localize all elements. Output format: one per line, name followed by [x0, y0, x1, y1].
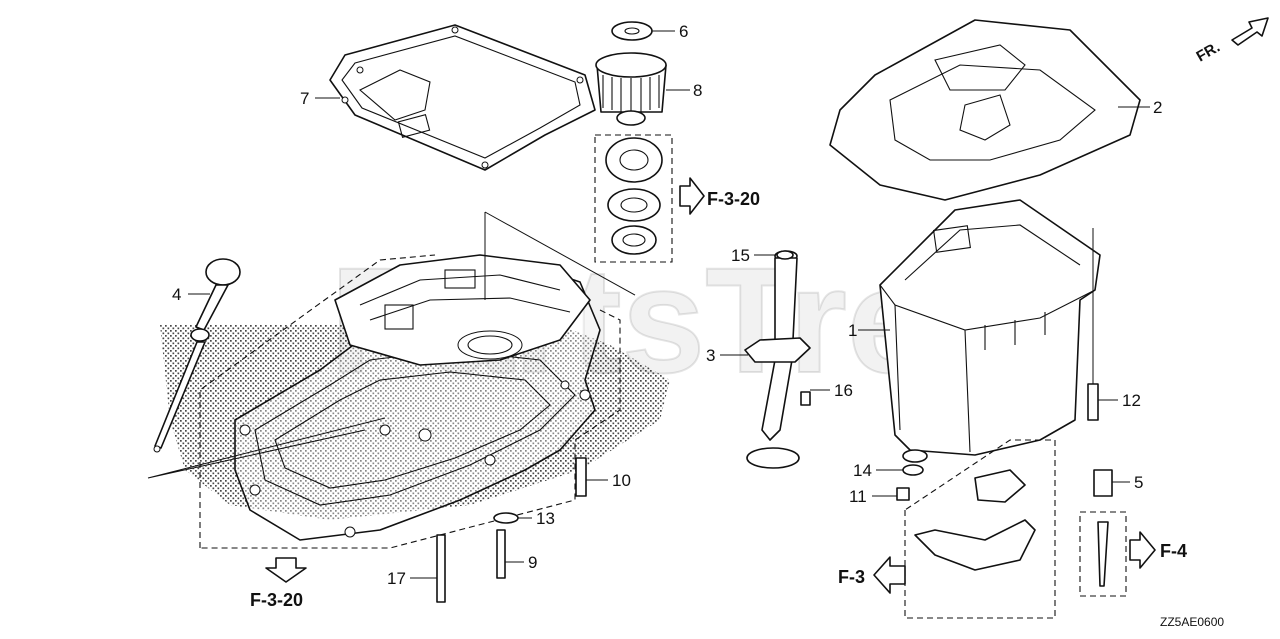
fasteners [436, 250, 1113, 603]
dotted-shading [160, 325, 670, 520]
ref-arrow-lower-left [265, 557, 307, 583]
plug-5 [1093, 469, 1113, 497]
bolt-12 [1087, 383, 1099, 421]
bolt-16 [800, 391, 811, 406]
right-pipe-outline [1079, 511, 1127, 597]
oil-pan-part [879, 199, 1101, 463]
mount-deck [334, 254, 591, 366]
assembly-outline [199, 254, 621, 549]
washer-15 [776, 250, 794, 260]
callout-17: 17 [387, 569, 406, 588]
callout-15: 15 [731, 246, 750, 265]
gasket-part [329, 24, 596, 171]
callout-7: 7 [300, 89, 309, 108]
ref-arrow-right [1129, 531, 1156, 569]
front-arrow-icon [1231, 17, 1269, 46]
callout-5: 5 [1134, 473, 1143, 492]
bolt-11 [896, 487, 910, 501]
ref-arrow-upper [679, 177, 705, 215]
callout-4: 4 [172, 285, 181, 304]
washer-14 [902, 464, 924, 476]
front-indicator: FR. [1194, 17, 1269, 66]
dipstick-part [153, 258, 241, 453]
diagram-code: ZZ5AE0600 [1160, 615, 1224, 629]
bore-hole [457, 330, 523, 360]
ref-label-pickup: F-3 [838, 567, 865, 587]
front-label: FR. [1194, 39, 1223, 66]
bolt-10 [575, 457, 587, 497]
callout-numbers: 1 2 3 4 5 6 7 8 9 10 11 12 13 14 15 16 1… [172, 22, 1162, 588]
callout-10: 10 [612, 471, 631, 490]
callout-3: 3 [706, 346, 715, 365]
gear-stack-part [594, 21, 673, 263]
callout-8: 8 [693, 81, 702, 100]
callout-14: 14 [853, 461, 872, 480]
ref-label-upper: F-3-20 [707, 189, 760, 209]
callout-6: 6 [679, 22, 688, 41]
callout-16: 16 [834, 381, 853, 400]
right-pipe-part [1097, 521, 1109, 587]
callout-2: 2 [1153, 98, 1162, 117]
ref-arrow-pickup [873, 556, 906, 594]
callout-12: 12 [1122, 391, 1141, 410]
callout-leaders [188, 30, 1150, 579]
callout-11: 11 [849, 487, 867, 506]
ref-label-lower-left: F-3-20 [250, 590, 303, 610]
oil-pickup-part [914, 469, 1036, 571]
oil-pan-gasket-part [829, 19, 1141, 201]
callout-9: 9 [528, 553, 537, 572]
pickup-outline [904, 439, 1056, 619]
bearing-group-outline [594, 134, 673, 263]
bolt-9 [496, 529, 506, 579]
callout-1: 1 [848, 321, 857, 340]
ref-label-right: F-4 [1160, 541, 1187, 561]
extension-case-assembly [147, 211, 670, 549]
washer-13 [493, 512, 519, 524]
bolt-17 [436, 534, 446, 603]
callout-13: 13 [536, 509, 555, 528]
